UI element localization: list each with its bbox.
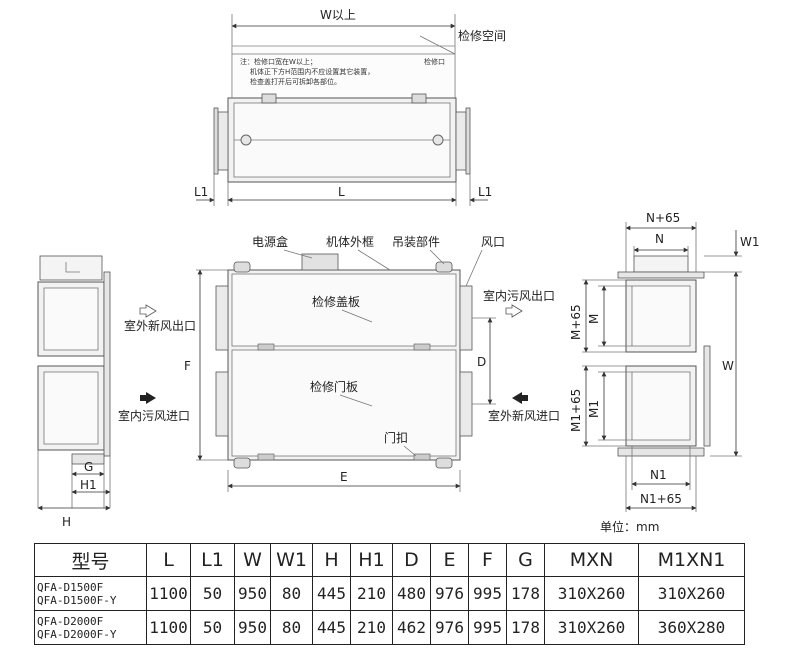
model-cell: QFA-D1500F QFA-D1500F-Y bbox=[34, 576, 147, 611]
dim-l1-left: L1 bbox=[194, 185, 208, 199]
outdoor-air-in-label: 室外新风进口 bbox=[488, 408, 560, 423]
cell-e: 976 bbox=[430, 576, 469, 611]
model-name-variant: QFA-D1500F-Y bbox=[37, 593, 117, 607]
front-view: F D E 电源盒 机体外框 吊装部件 风口 检修盖板 检修门板 门扣 室外新风… bbox=[118, 234, 560, 492]
dim-w1: W1 bbox=[740, 235, 760, 249]
unit-label: 单位：mm bbox=[600, 520, 660, 534]
hanger-label: 吊装部件 bbox=[392, 234, 440, 249]
dim-w: W bbox=[722, 359, 734, 373]
dimension-diagram: W以上 检修空间 注：检修口宽在W以上； 机体正下方H范围内不应设置其它装置， … bbox=[37, 8, 760, 529]
dim-h1: H1 bbox=[80, 478, 97, 492]
dim-m65: M+65 bbox=[569, 304, 583, 340]
right-side-view: N+65 N W1 W M+65 M bbox=[569, 211, 760, 512]
header-mxn: MXN bbox=[544, 543, 639, 577]
note-line2: 机体正下方H范围内不应设置其它装置， bbox=[250, 67, 374, 76]
model-name: QFA-D1500F bbox=[37, 580, 104, 594]
dim-g: G bbox=[84, 460, 93, 474]
cell-m1xn1: 360X280 bbox=[638, 610, 745, 645]
table-header-row: 型号 L L1 W W1 H H1 D E F G MXN M1XN1 bbox=[34, 543, 745, 577]
dim-n: N bbox=[655, 232, 664, 246]
cell-f: 995 bbox=[468, 610, 507, 645]
cell-h1: 210 bbox=[350, 576, 393, 611]
model-cell: QFA-D2000F QFA-D2000F-Y bbox=[34, 610, 147, 645]
w-min-label: W以上 bbox=[320, 8, 356, 22]
header-m1xn1: M1XN1 bbox=[638, 543, 745, 577]
cell-f: 995 bbox=[468, 576, 507, 611]
cell-d: 462 bbox=[392, 610, 431, 645]
cell-mxn: 310X260 bbox=[544, 576, 639, 611]
maint-space-label: 检修空间 bbox=[458, 28, 506, 43]
outdoor-air-out-label: 室外新风出口 bbox=[124, 318, 196, 333]
service-cover-label: 检修盖板 bbox=[312, 294, 360, 309]
header-w1: W1 bbox=[270, 543, 313, 577]
dim-n1: N1 bbox=[650, 468, 667, 482]
cell-mxn: 310X260 bbox=[544, 610, 639, 645]
latch-label: 门扣 bbox=[384, 430, 408, 445]
table-row: QFA-D1500F QFA-D1500F-Y 1100 50 950 80 4… bbox=[34, 576, 745, 611]
cell-w: 950 bbox=[234, 610, 271, 645]
dim-m1: M1 bbox=[587, 400, 601, 418]
header-h1: H1 bbox=[350, 543, 393, 577]
dim-m: M bbox=[587, 314, 601, 324]
dim-d: D bbox=[477, 355, 486, 369]
header-l: L bbox=[146, 543, 191, 577]
indoor-exhaust-in-label: 室内污风进口 bbox=[118, 408, 190, 423]
dim-f: F bbox=[184, 359, 191, 373]
header-f: F bbox=[468, 543, 507, 577]
dim-m165: M1+65 bbox=[569, 389, 583, 432]
header-g: G bbox=[506, 543, 545, 577]
left-side-view: G H1 H bbox=[37, 255, 111, 529]
cell-e: 976 bbox=[430, 610, 469, 645]
dim-e: E bbox=[340, 470, 348, 484]
dim-l: L bbox=[338, 185, 345, 199]
header-e: E bbox=[430, 543, 469, 577]
power-box-label: 电源盒 bbox=[252, 234, 288, 249]
cell-m1xn1: 310X260 bbox=[638, 576, 745, 611]
dim-h: H bbox=[62, 515, 71, 529]
table-row: QFA-D2000F QFA-D2000F-Y 1100 50 950 80 4… bbox=[34, 610, 745, 645]
cell-h1: 210 bbox=[350, 610, 393, 645]
cell-g: 178 bbox=[506, 610, 545, 645]
note-line3: 检查盖打开后可拆卸各部位。 bbox=[250, 77, 341, 86]
model-name-variant: QFA-D2000F-Y bbox=[37, 627, 117, 641]
cell-h: 445 bbox=[312, 610, 351, 645]
maint-port-label: 检修口 bbox=[424, 57, 445, 66]
indoor-exhaust-out-label: 室内污风出口 bbox=[483, 288, 555, 303]
dim-l1-right: L1 bbox=[478, 185, 492, 199]
service-door-label: 检修门板 bbox=[310, 379, 358, 394]
outer-frame-label: 机体外框 bbox=[326, 235, 374, 249]
dim-n65: N+65 bbox=[646, 211, 680, 225]
header-model: 型号 bbox=[34, 543, 147, 577]
cell-l: 1100 bbox=[146, 610, 191, 645]
cell-w: 950 bbox=[234, 576, 271, 611]
header-h: H bbox=[312, 543, 351, 577]
cell-l1: 50 bbox=[190, 576, 235, 611]
cell-l1: 50 bbox=[190, 610, 235, 645]
dim-n165: N1+65 bbox=[640, 492, 682, 506]
model-name: QFA-D2000F bbox=[37, 614, 104, 628]
note-line1: 注：检修口宽在W以上； bbox=[240, 57, 317, 66]
header-w: W bbox=[234, 543, 271, 577]
header-l1: L1 bbox=[190, 543, 235, 577]
header-d: D bbox=[392, 543, 431, 577]
spec-table: 型号 L L1 W W1 H H1 D E F G MXN M1XN1 QFA-… bbox=[34, 543, 745, 645]
cell-w1: 80 bbox=[270, 576, 313, 611]
top-view: W以上 检修空间 注：检修口宽在W以上； 机体正下方H范围内不应设置其它装置， … bbox=[194, 8, 506, 206]
cell-g: 178 bbox=[506, 576, 545, 611]
cell-h: 445 bbox=[312, 576, 351, 611]
cell-w1: 80 bbox=[270, 610, 313, 645]
cell-d: 480 bbox=[392, 576, 431, 611]
cell-l: 1100 bbox=[146, 576, 191, 611]
air-port-label: 风口 bbox=[481, 235, 505, 249]
